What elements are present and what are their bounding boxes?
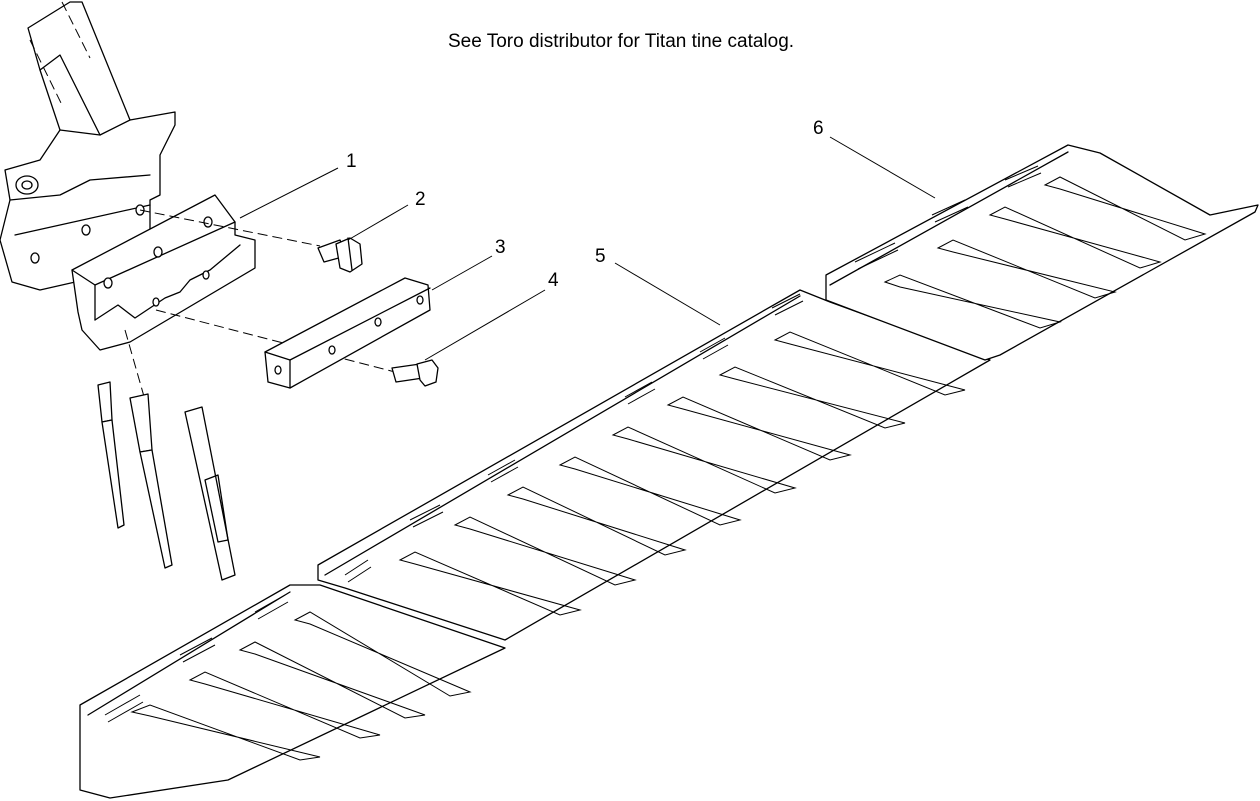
leader-line-1 [239, 167, 339, 219]
leader-line-2 [347, 204, 409, 241]
callout-2: 2 [415, 189, 426, 210]
leader-line-5 [614, 262, 721, 326]
assembly-lines [29, 1, 396, 401]
leader-line-6 [829, 136, 936, 199]
tine-slots-right [854, 165, 1207, 329]
leader-line-4 [424, 289, 546, 361]
tine-slots-left [104, 594, 472, 761]
callout-6: 6 [813, 118, 824, 139]
callout-5: 5 [595, 246, 606, 267]
callout-4: 4 [548, 270, 559, 291]
catalog-note: See Toro distributor for Titan tine cata… [448, 31, 795, 52]
holder-block-part-1 [71, 194, 256, 351]
tine-strip-left [79, 584, 506, 799]
leader-line-3 [431, 255, 493, 291]
callout-3: 3 [495, 237, 506, 258]
bolt-part-4 [391, 359, 439, 387]
tine-strip-center [317, 289, 991, 641]
tine-pins [97, 381, 236, 581]
tine-strip-right [825, 144, 1259, 361]
tine-slots-center [344, 293, 966, 616]
tine-arm-bracket [0, 1, 176, 291]
bolt-part-2 [317, 237, 363, 273]
callout-1: 1 [346, 151, 357, 172]
clamp-bar-part-3 [264, 277, 431, 389]
callouts: 1 2 3 4 5 6 [239, 118, 936, 361]
